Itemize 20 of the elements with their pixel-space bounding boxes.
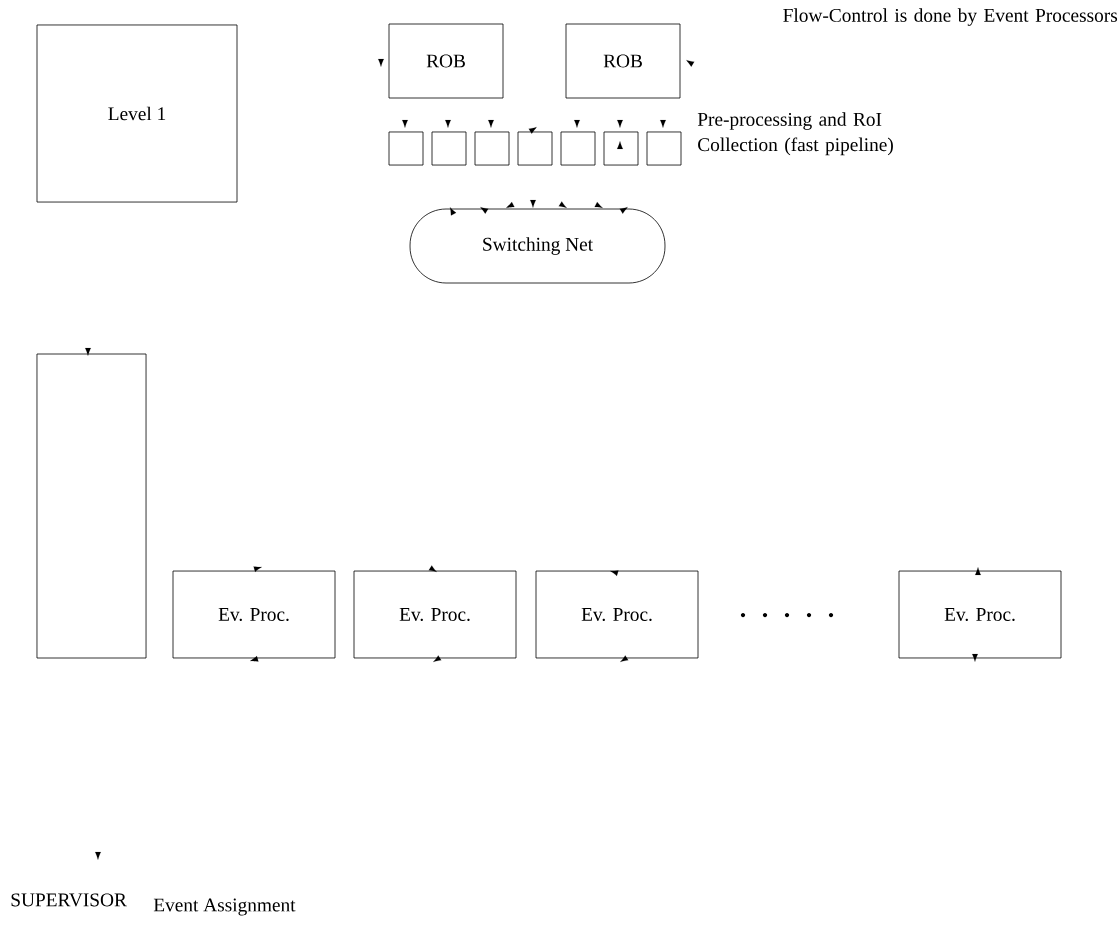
process-box: Ev. Proc. (353, 570, 517, 659)
process-box: Ev. Proc. (898, 570, 1062, 659)
process-box: ROB (565, 23, 681, 99)
note-text: Flow-Control is done by Event Processors (783, 8, 1118, 26)
rounded-box: Switching Net (409, 208, 666, 284)
empty-box (431, 131, 467, 166)
empty-box (603, 131, 639, 166)
empty-box (560, 131, 596, 166)
role-label: Event Assignment (153, 898, 296, 916)
empty-box (474, 131, 510, 166)
empty-box (517, 131, 553, 166)
process-box: Ev. Proc. (535, 570, 699, 659)
empty-box (36, 353, 147, 659)
process-box: Ev. Proc. (172, 570, 336, 659)
process-box: ROB (388, 23, 504, 99)
empty-box (388, 131, 424, 166)
note-text: Pre-processing and RoI Collection (fast pipeline) (697, 112, 893, 156)
process-box: Level 1 (36, 24, 238, 203)
role-label: SUPERVISOR (11, 893, 127, 907)
empty-box (646, 131, 682, 166)
